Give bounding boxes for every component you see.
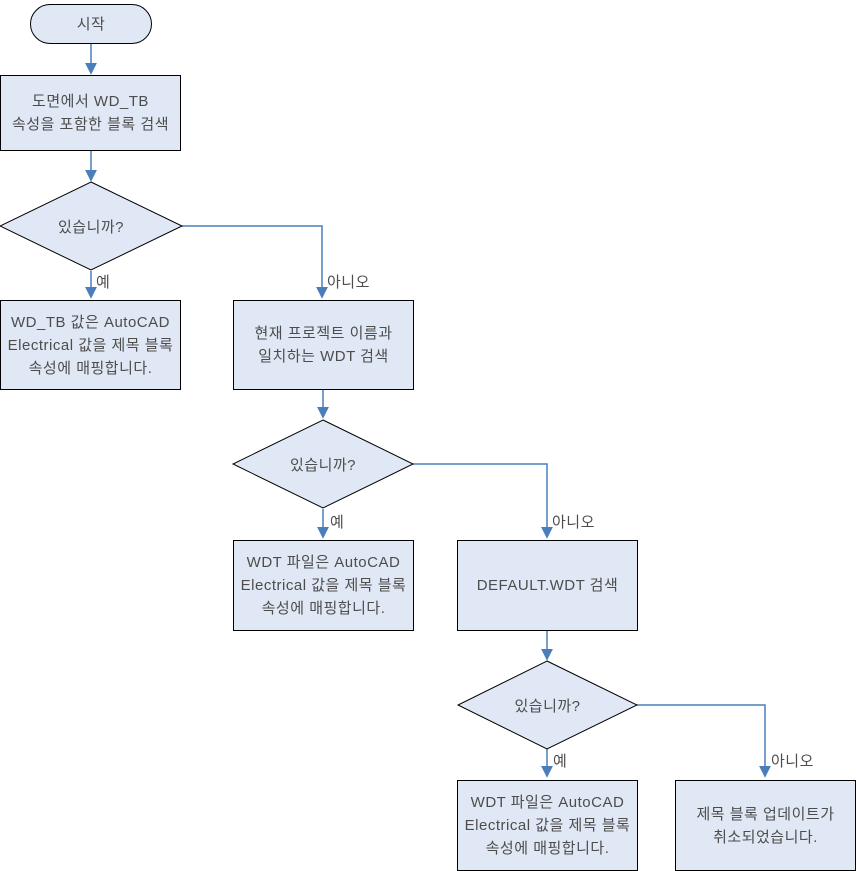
edge-label-no-1: 아니오 [327, 274, 370, 291]
start-terminator: 시작 [30, 4, 152, 44]
process-map-default-wdt: WDT 파일은 AutoCAD Electrical 값을 제목 블록 속성에 … [457, 780, 638, 871]
process-map-wdtb-values: WD_TB 값은 AutoCAD Electrical 값을 제목 블록 속성에… [0, 300, 181, 390]
edge-label-yes-3: 예 [553, 753, 568, 770]
decision-has-wdtb-shape [0, 181, 184, 271]
edge-label-yes-1: 예 [96, 274, 111, 291]
edge-label-no-2: 아니오 [552, 514, 595, 531]
process-search-wdtb-block: 도면에서 WD_TB 속성을 포함한 블록 검색 [0, 75, 181, 151]
connector-decision1-no [182, 225, 328, 299]
process-search-default-wdt: DEFAULT.WDT 검색 [457, 540, 638, 631]
decision-has-project-wdt-shape [231, 419, 415, 509]
connector-decision3-no [637, 704, 771, 778]
process-map-wdt-file: WDT 파일은 AutoCAD Electrical 값을 제목 블록 속성에 … [233, 540, 414, 631]
edge-label-no-3: 아니오 [771, 753, 814, 770]
decision-has-default-wdt-shape [456, 660, 639, 750]
process-update-cancelled: 제목 블록 업데이트가 취소되었습니다. [675, 780, 856, 871]
edge-label-yes-2: 예 [330, 514, 345, 531]
process-search-project-wdt: 현재 프로젝트 이름과 일치하는 WDT 검색 [233, 300, 414, 390]
connector-decision2-no [413, 463, 553, 539]
